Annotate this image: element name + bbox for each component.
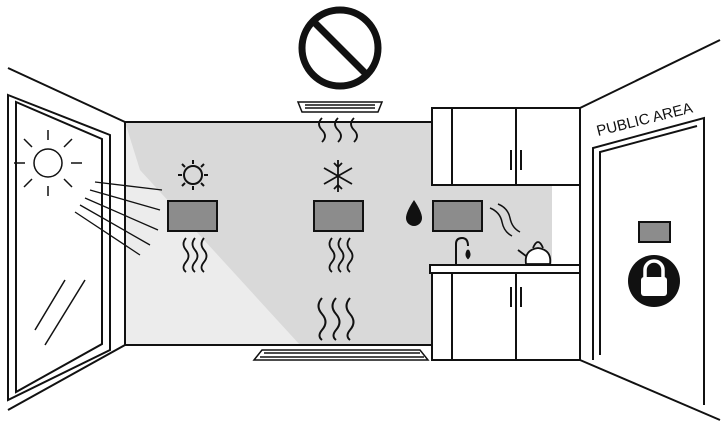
ceiling-vent [296, 101, 384, 113]
window [7, 93, 111, 402]
outside-sun-icon [14, 130, 82, 196]
snowflake-icon [323, 160, 353, 192]
sunlight-rays [74, 181, 163, 256]
water-drop-icon [406, 200, 422, 226]
ceiling-air-waves [318, 117, 358, 143]
no-symbol-icon [298, 6, 382, 90]
heat-waves-icon [182, 237, 208, 273]
floor-vent [252, 349, 430, 361]
device-sunlight [167, 200, 218, 232]
cold-waves-icon [328, 237, 354, 273]
sun-icon [178, 160, 208, 190]
faucet-icon [455, 236, 471, 264]
upper-cabinets [431, 107, 581, 186]
floor-heat-waves [317, 297, 355, 341]
public-area-wall [592, 116, 705, 405]
lock-icon [628, 255, 680, 307]
device-public [638, 221, 671, 243]
device-cold [313, 200, 364, 232]
kettle-icon [517, 241, 552, 265]
device-humidity [432, 200, 483, 232]
steam-waves [489, 203, 521, 237]
lower-cabinets [429, 264, 581, 361]
